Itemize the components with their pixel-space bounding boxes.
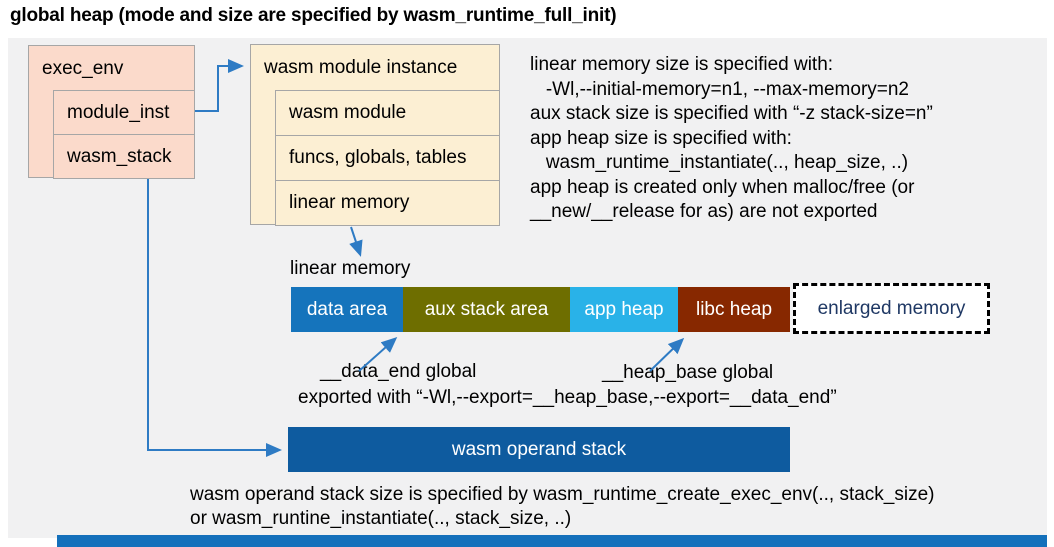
note-line: __new/__release for as) are not exported (530, 201, 878, 222)
exec-env-box: exec_env module_inst wasm_stack (28, 45, 195, 179)
slide-footer-bar (57, 535, 1047, 547)
module-instance-header: wasm module instance (264, 57, 458, 78)
wasm-operand-stack-bar: wasm operand stack (288, 427, 790, 472)
module-instance-row-linear-memory: linear memory (275, 180, 500, 226)
linear-memory-bar: data area aux stack area app heap libc h… (291, 287, 790, 332)
data-end-global-label: __data_end global (320, 361, 477, 382)
note-line: wasm operand stack size is specified by … (190, 484, 935, 505)
segment-app-heap: app heap (570, 287, 678, 332)
note-line: app heap is created only when malloc/fre… (530, 176, 915, 198)
heap-base-global-label: __heap_base global (602, 362, 774, 383)
note-line: -Wl,--initial-memory=n1, --max-memory=n2 (530, 78, 909, 100)
module-instance-row-funcs-globals-tables: funcs, globals, tables (275, 135, 500, 181)
linear-memory-label: linear memory (290, 258, 411, 279)
segment-enlarged-memory: enlarged memory (793, 283, 990, 334)
note-line: linear memory size is specified with: (530, 54, 834, 75)
export-flags-label: exported with “-Wl,--export=__heap_base,… (298, 387, 837, 408)
segment-aux-stack-area: aux stack area (403, 287, 570, 332)
module-instance-row-wasm-module: wasm module (275, 90, 500, 136)
exec-env-row-module-inst: module_inst (53, 90, 195, 135)
note-line: app heap size is specified with: (530, 127, 792, 149)
note-line: aux stack size is specified with “-z sta… (530, 103, 933, 124)
note-line: wasm_runtime_instantiate(.., heap_size, … (530, 152, 909, 173)
diagram-title: global heap (mode and size are specified… (10, 5, 617, 26)
note-line: or wasm_runtine_instantiate(.., stack_si… (190, 508, 572, 529)
memory-size-notes: linear memory size is specified with: -W… (530, 53, 933, 225)
exec-env-header: exec_env (42, 57, 124, 79)
module-instance-box: wasm module instance wasm module funcs, … (250, 44, 500, 226)
operand-stack-notes: wasm operand stack size is specified by … (190, 483, 935, 531)
exec-env-row-wasm-stack: wasm_stack (53, 134, 195, 179)
segment-data-area: data area (291, 287, 403, 332)
segment-libc-heap: libc heap (678, 287, 790, 332)
